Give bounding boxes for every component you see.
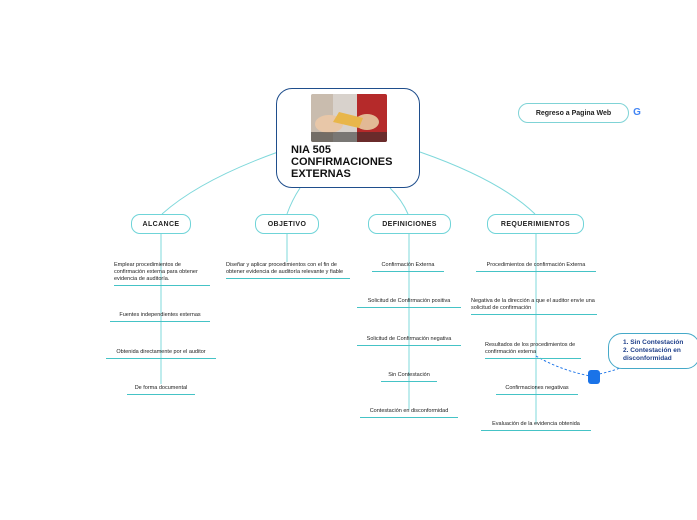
callout-link-dashed (535, 355, 621, 377)
branch-definiciones[interactable]: DEFINICIONES (368, 214, 451, 234)
alcance-item-1[interactable]: Emplear procedimientos de confirmación e… (114, 262, 210, 286)
requerimientos-item-1[interactable]: Procedimientos de confirmación Externa (476, 262, 596, 272)
definiciones-item-1[interactable]: Confirmación Externa (372, 262, 444, 272)
root-title: NIA 505 CONFIRMACIONES EXTERNAS (291, 144, 393, 180)
callout-note[interactable]: 1. Sin Contestación 2. Contestación en d… (608, 333, 697, 369)
objetivo-item-1[interactable]: Diseñar y aplicar procedimientos con el … (226, 262, 350, 279)
definiciones-item-5[interactable]: Contestación en disconformidad (360, 408, 458, 418)
definiciones-item-2[interactable]: Solicitud de Confirmación positiva (357, 298, 461, 308)
alcance-item-4[interactable]: De forma documental (127, 385, 195, 395)
root-node[interactable]: NIA 505 CONFIRMACIONES EXTERNAS (276, 88, 420, 188)
requerimientos-item-5[interactable]: Evaluación de la evidencia obtenida (481, 421, 591, 431)
connector-root-alcance (161, 151, 279, 215)
root-image (311, 94, 387, 142)
connector-root-definiciones (389, 187, 409, 215)
google-icon[interactable]: G (633, 107, 641, 118)
connector-handle[interactable] (588, 370, 600, 384)
alcance-item-2[interactable]: Fuentes independientes externas (110, 312, 210, 322)
definiciones-item-4[interactable]: Sin Contestación (381, 372, 437, 382)
branch-objetivo[interactable]: OBJETIVO (255, 214, 319, 234)
requerimientos-item-4[interactable]: Confirmaciones negativas (496, 385, 578, 395)
branch-alcance[interactable]: ALCANCE (131, 214, 191, 234)
connector-root-requerimientos (419, 151, 536, 215)
requerimientos-item-3[interactable]: Resultados de los procedimientos de conf… (485, 342, 581, 359)
definiciones-item-3[interactable]: Solicitud de Confirmación negativa (357, 336, 461, 346)
return-to-website-link[interactable]: Regreso a Pagina Web (518, 103, 629, 123)
alcance-item-3[interactable]: Obtenida directamente por el auditor (106, 349, 216, 359)
connector-root-objetivo (286, 187, 301, 215)
branch-requerimientos[interactable]: REQUERIMIENTOS (487, 214, 584, 234)
requerimientos-item-2[interactable]: Negativa de la dirección a que el audito… (471, 298, 597, 315)
